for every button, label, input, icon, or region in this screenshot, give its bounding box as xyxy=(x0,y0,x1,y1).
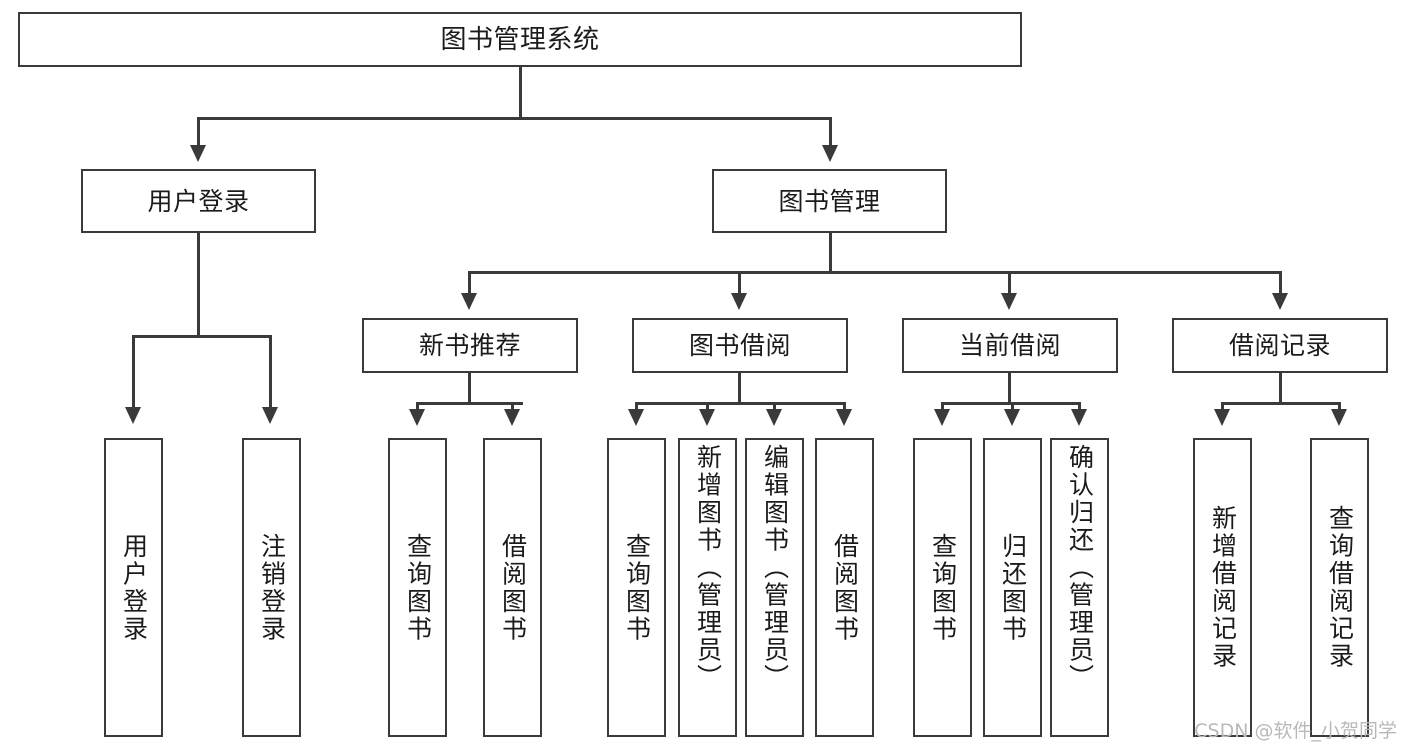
arrowhead-leaf-borrow-book-1 xyxy=(504,409,520,426)
connector-to-book-borrow xyxy=(738,271,741,295)
node-label: 归还图书 xyxy=(998,532,1028,643)
node-label: 当前借阅 xyxy=(958,331,1061,360)
connector-bb-leaf-3 xyxy=(773,402,776,411)
connector-bb-leaf-2 xyxy=(706,402,709,411)
arrowhead-leaf-add-book xyxy=(699,409,715,426)
arrowhead-leaf-query-record xyxy=(1331,409,1347,426)
connector-root-stem xyxy=(519,67,522,119)
node-label: 查询借阅记录 xyxy=(1325,505,1355,670)
arrowhead-leaf-return-book xyxy=(1004,409,1020,426)
connector-user-login-leaf-2 xyxy=(269,335,272,409)
connector-book-borrow-bus xyxy=(635,402,845,405)
connector-br-leaf-1 xyxy=(1221,402,1224,411)
node-label: 确认归还（管理员） xyxy=(1065,444,1095,692)
node-book-borrow[interactable]: 图书借阅 xyxy=(632,318,848,373)
node-label: 新书推荐 xyxy=(418,331,521,360)
node-label: 用户登录 xyxy=(119,532,149,643)
leaf-borrow-book-2[interactable]: 借阅图书 xyxy=(815,438,874,737)
connector-bb-leaf-1 xyxy=(635,402,638,411)
connector-current-borrow-stem xyxy=(1008,373,1011,404)
connector-user-login-leaf-1 xyxy=(132,335,135,409)
leaf-query-book-2[interactable]: 查询图书 xyxy=(607,438,666,737)
leaf-query-book-1[interactable]: 查询图书 xyxy=(388,438,447,737)
connector-book-management-bus xyxy=(468,271,1282,274)
node-label: 查询图书 xyxy=(622,532,652,643)
arrowhead-leaf-user-login xyxy=(125,407,141,424)
node-new-book-recommend[interactable]: 新书推荐 xyxy=(362,318,578,373)
arrowhead-leaf-confirm-return xyxy=(1071,409,1087,426)
arrowhead-leaf-add-record xyxy=(1214,409,1230,426)
node-user-login[interactable]: 用户登录 xyxy=(81,169,316,233)
csdn-watermark: CSDN @软件_小贺同学 xyxy=(1194,720,1397,742)
connector-root-to-user-login xyxy=(197,117,200,147)
connector-new-book-recommend-bus xyxy=(416,402,523,405)
arrowhead-book-management xyxy=(822,145,838,162)
connector-bb-leaf-4 xyxy=(843,402,846,411)
arrowhead-leaf-borrow-book-2 xyxy=(836,409,852,426)
connector-book-management-stem xyxy=(829,233,832,273)
connector-borrow-record-stem xyxy=(1279,373,1282,404)
connector-nbr-leaf-2 xyxy=(511,402,514,411)
node-root-book-management-system[interactable]: 图书管理系统 xyxy=(18,12,1022,67)
arrowhead-leaf-logout-login xyxy=(262,407,278,424)
connector-current-borrow-bus xyxy=(941,402,1078,405)
leaf-edit-book[interactable]: 编辑图书（管理员） xyxy=(745,438,804,737)
connector-new-book-recommend-stem xyxy=(468,373,471,404)
connector-to-new-book-recommend xyxy=(468,271,471,295)
node-label: 编辑图书（管理员） xyxy=(760,444,790,692)
node-label: 图书借阅 xyxy=(688,331,791,360)
leaf-borrow-book-1[interactable]: 借阅图书 xyxy=(483,438,542,737)
arrowhead-leaf-query-book-2 xyxy=(628,409,644,426)
leaf-return-book[interactable]: 归还图书 xyxy=(983,438,1042,737)
leaf-confirm-return[interactable]: 确认归还（管理员） xyxy=(1050,438,1109,737)
connector-book-borrow-stem xyxy=(738,373,741,404)
arrowhead-user-login xyxy=(190,145,206,162)
connector-borrow-record-bus xyxy=(1221,402,1340,405)
node-label: 查询图书 xyxy=(403,532,433,643)
node-label: 借阅图书 xyxy=(498,532,528,643)
arrowhead-leaf-query-book-3 xyxy=(934,409,950,426)
node-label: 借阅记录 xyxy=(1228,331,1331,360)
arrowhead-leaf-edit-book xyxy=(766,409,782,426)
node-borrow-record[interactable]: 借阅记录 xyxy=(1172,318,1388,373)
node-book-management[interactable]: 图书管理 xyxy=(712,169,947,233)
node-current-borrow[interactable]: 当前借阅 xyxy=(902,318,1118,373)
arrowhead-leaf-query-book-1 xyxy=(409,409,425,426)
node-label: 查询图书 xyxy=(928,532,958,643)
arrowhead-book-borrow xyxy=(731,293,747,310)
leaf-query-record[interactable]: 查询借阅记录 xyxy=(1310,438,1369,737)
node-label: 新增借阅记录 xyxy=(1208,505,1238,670)
node-label: 借阅图书 xyxy=(830,532,860,643)
connector-user-login-stem xyxy=(197,233,200,337)
arrowhead-new-book-recommend xyxy=(461,293,477,310)
connector-cb-leaf-1 xyxy=(941,402,944,411)
node-label: 图书管理系统 xyxy=(440,24,600,55)
leaf-logout-login[interactable]: 注销登录 xyxy=(242,438,301,737)
arrowhead-current-borrow xyxy=(1001,293,1017,310)
connector-nbr-leaf-1 xyxy=(416,402,419,411)
leaf-user-login[interactable]: 用户登录 xyxy=(104,438,163,737)
node-label: 新增图书（管理员） xyxy=(693,444,723,692)
connector-cb-leaf-2 xyxy=(1011,402,1014,411)
connector-cb-leaf-3 xyxy=(1078,402,1081,411)
connector-to-borrow-record xyxy=(1279,271,1282,295)
arrowhead-borrow-record xyxy=(1272,293,1288,310)
connector-to-current-borrow xyxy=(1008,271,1011,295)
connector-root-bus xyxy=(197,117,831,120)
node-label: 用户登录 xyxy=(147,186,250,216)
node-label: 图书管理 xyxy=(778,186,881,216)
connector-root-to-book-management xyxy=(829,117,832,147)
node-label: 注销登录 xyxy=(257,532,287,643)
connector-user-login-bus xyxy=(132,335,269,338)
leaf-add-record[interactable]: 新增借阅记录 xyxy=(1193,438,1252,737)
leaf-add-book[interactable]: 新增图书（管理员） xyxy=(678,438,737,737)
connector-br-leaf-2 xyxy=(1338,402,1341,411)
leaf-query-book-3[interactable]: 查询图书 xyxy=(913,438,972,737)
